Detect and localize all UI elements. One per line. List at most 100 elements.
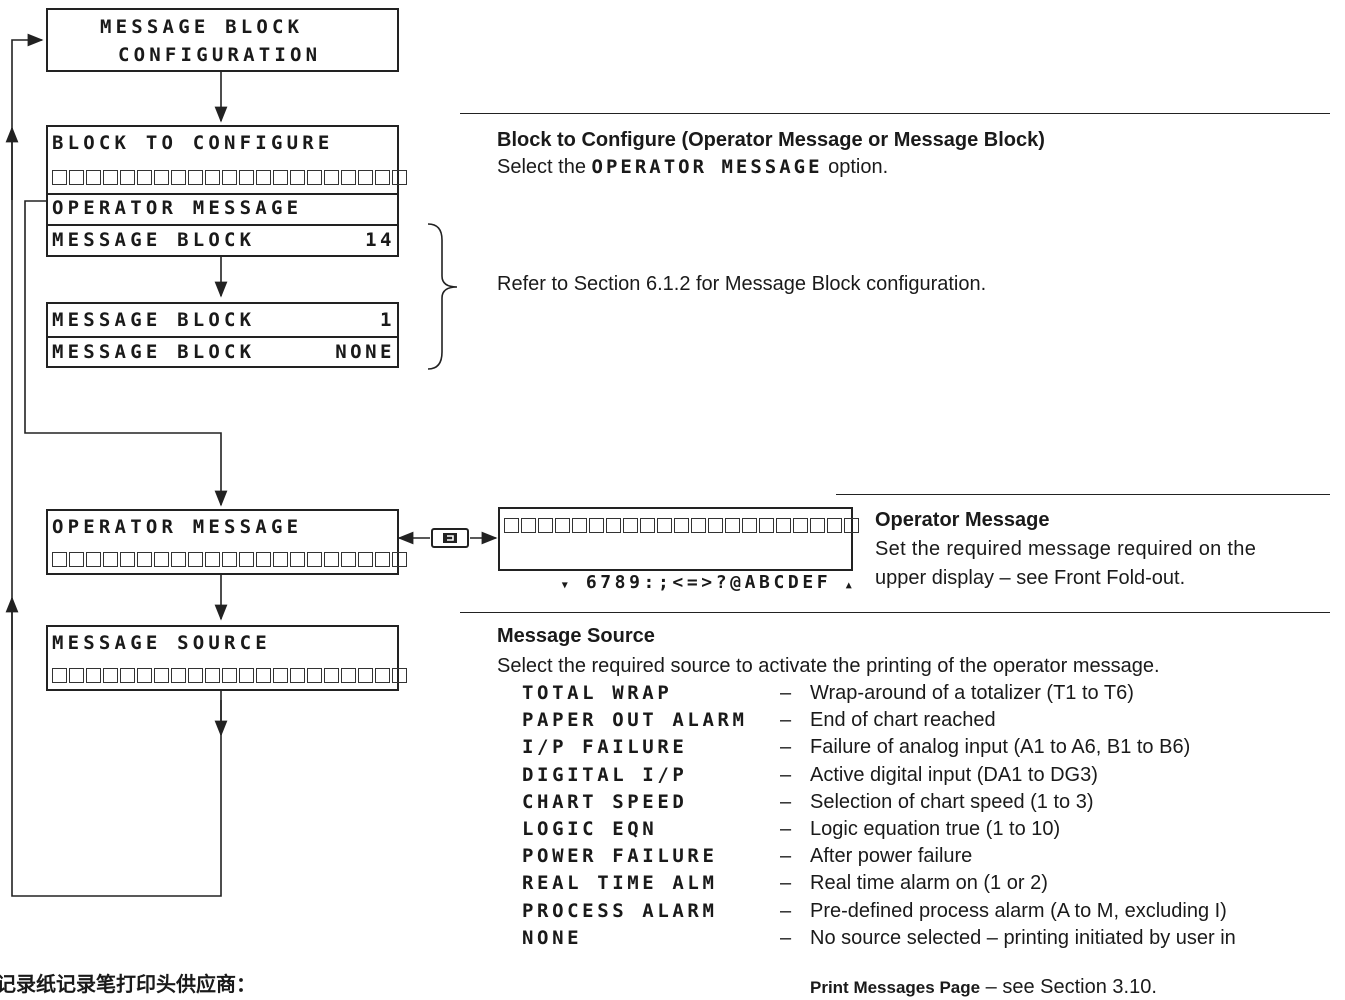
source-intro: Select the required source to activate t…	[497, 655, 1160, 677]
message-source-box: MESSAGE SOURCE	[46, 625, 407, 691]
char-cell	[52, 169, 67, 185]
block-text-suffix: option.	[828, 156, 889, 178]
message-block-none-label: MESSAGE BLOCK	[52, 341, 256, 363]
char-cell	[776, 517, 791, 533]
char-cell	[324, 169, 339, 185]
char-cell	[120, 169, 135, 185]
source-row: REAL TIME ALM–Real time alarm on (1 or 2…	[522, 870, 1342, 897]
source-dash: –	[780, 818, 792, 840]
char-cell	[504, 517, 519, 533]
char-cell	[239, 169, 254, 185]
block-text-prefix: Select the	[497, 156, 586, 178]
char-cell	[358, 169, 373, 185]
source-row: DIGITAL I/P–Active digital input (DA1 to…	[522, 762, 1342, 789]
char-cell	[256, 169, 271, 185]
char-cell	[657, 517, 672, 533]
rule-source	[460, 612, 1330, 613]
scroll-up-icon[interactable]: ▲	[845, 580, 856, 591]
char-cell	[623, 517, 638, 533]
char-cell	[273, 169, 288, 185]
source-row: TOTAL WRAP–Wrap-around of a totalizer (T…	[522, 680, 1342, 707]
source-desc: Selection of chart speed (1 to 3)	[810, 790, 1094, 813]
source-dash: –	[780, 899, 792, 922]
rule-block	[460, 113, 1330, 114]
char-cell	[188, 551, 203, 567]
block-text-code: OPERATOR MESSAGE	[591, 156, 823, 178]
char-cell	[137, 169, 152, 185]
char-cell	[691, 517, 706, 533]
char-cell	[606, 517, 621, 533]
edit-display-chars: ▼ 6789:;<=>?@ABCDEF ▲	[504, 541, 852, 593]
char-cell	[239, 667, 254, 683]
char-cell	[640, 517, 655, 533]
char-cell	[171, 667, 186, 683]
char-cell	[708, 517, 723, 533]
source-code: PAPER OUT ALARM	[522, 709, 748, 732]
char-cell	[742, 517, 757, 533]
message-block-option-label[interactable]: MESSAGE BLOCK	[52, 229, 256, 251]
title-box: MESSAGE BLOCK CONFIGURATION	[46, 8, 399, 72]
char-cell	[324, 667, 339, 683]
char-cell	[222, 169, 237, 185]
operator-message-option[interactable]: OPERATOR MESSAGE	[52, 197, 303, 219]
opmsg-heading: Operator Message	[875, 509, 1050, 531]
char-cell	[341, 551, 356, 567]
source-desc: Active digital input (DA1 to DG3)	[810, 763, 1098, 786]
char-cell	[827, 517, 842, 533]
char-cell	[52, 551, 67, 567]
char-cell	[810, 517, 825, 533]
source-code: REAL TIME ALM	[522, 872, 718, 895]
message-block-range-box: MESSAGE BLOCK 1 MESSAGE BLOCK NONE	[46, 302, 399, 368]
char-cell	[103, 551, 118, 567]
char-cell	[375, 667, 390, 683]
char-cell	[52, 667, 67, 683]
print-messages-page-link[interactable]: Print Messages Page	[810, 978, 981, 997]
source-desc: Wrap-around of a totalizer (T1 to T6)	[810, 682, 1134, 704]
source-desc: No source selected – printing initiated …	[810, 926, 1236, 949]
title-line-1: MESSAGE BLOCK	[100, 16, 304, 38]
char-cell	[392, 169, 407, 185]
char-cell	[674, 517, 689, 533]
block-heading: Block to Configure (Operator Message or …	[497, 129, 1045, 151]
opmsg-line-1: Set the required message required on the	[875, 538, 1257, 560]
source-code: POWER FAILURE	[522, 845, 718, 868]
char-cell	[205, 551, 220, 567]
source-dash: –	[780, 736, 792, 759]
source-row: I/P FAILURE–Failure of analog input (A1 …	[522, 734, 1342, 761]
source-row: LOGIC EQN–Logic equation true (1 to 10)	[522, 816, 1342, 843]
char-cell	[69, 169, 84, 185]
footer-cn: 记录纸记录笔打印头供应商：	[0, 972, 256, 996]
char-cell	[137, 551, 152, 567]
char-cell	[341, 667, 356, 683]
source-dash: –	[780, 682, 792, 704]
source-dash: –	[780, 709, 792, 732]
source-code: DIGITAL I/P	[522, 763, 688, 786]
char-cell	[358, 667, 373, 683]
char-cell	[392, 551, 407, 567]
char-cell	[538, 517, 553, 533]
source-desc: After power failure	[810, 845, 973, 868]
char-cell	[188, 667, 203, 683]
block-to-configure-label: BLOCK TO CONFIGURE	[52, 132, 334, 154]
source-dash: –	[780, 790, 792, 813]
char-cell	[375, 551, 390, 567]
source-last-line: Print Messages Page – see Section 3.10.	[810, 975, 1157, 1000]
char-cell	[358, 551, 373, 567]
char-cell	[222, 667, 237, 683]
edit-key-icon[interactable]	[431, 528, 469, 548]
operator-message-char-boxes	[52, 545, 407, 573]
message-block-option-value: 14	[365, 229, 395, 251]
source-dash: –	[780, 926, 792, 949]
source-row: POWER FAILURE –After power failure	[522, 843, 1342, 870]
char-cell	[273, 667, 288, 683]
source-desc: Logic equation true (1 to 10)	[810, 818, 1061, 840]
refer-text: Refer to Section 6.1.2 for Message Block…	[497, 273, 987, 295]
char-cell	[324, 551, 339, 567]
char-cell	[120, 551, 135, 567]
char-cell	[69, 667, 84, 683]
char-cell	[572, 517, 587, 533]
operator-message-box: OPERATOR MESSAGE	[46, 509, 407, 575]
scroll-down-icon[interactable]: ▼	[561, 580, 572, 591]
char-cell	[103, 169, 118, 185]
source-dash: –	[780, 845, 792, 868]
